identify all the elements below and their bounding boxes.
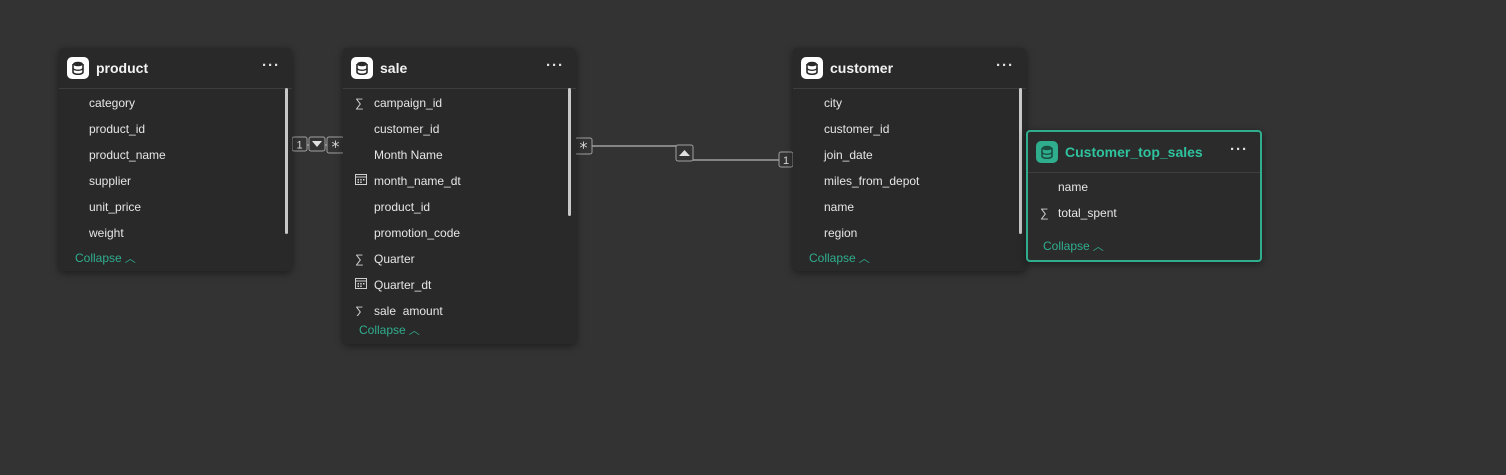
cardinality-many-label: *	[580, 138, 588, 157]
field-quarter[interactable]: Quarter	[374, 252, 415, 266]
table-icon	[351, 57, 373, 79]
collapse-button[interactable]: Collapse︿	[809, 250, 870, 266]
chevron-up-icon: ︿	[124, 253, 136, 265]
collapse-button[interactable]: Collapse︿	[1043, 238, 1104, 254]
table-icon	[67, 57, 89, 79]
table-title: sale	[380, 60, 408, 76]
cardinality-many-label: *	[332, 137, 340, 156]
chevron-up-icon: ︿	[408, 325, 420, 337]
more-options-icon[interactable]: ···	[546, 57, 564, 74]
calendar-icon	[355, 173, 367, 189]
sigma-icon: ∑	[355, 252, 364, 266]
collapse-button[interactable]: Collapse︿	[359, 322, 420, 338]
field-city[interactable]: city	[824, 96, 842, 110]
field-total-spent[interactable]: total_spent	[1058, 206, 1117, 220]
scrollbar[interactable]	[285, 88, 288, 234]
calendar-icon	[355, 277, 367, 293]
scrollbar[interactable]	[1019, 88, 1022, 234]
field-join-date[interactable]: join_date	[824, 148, 873, 162]
cardinality-one-label: 1	[296, 140, 302, 152]
field-month-name-dt[interactable]: month_name_dt	[374, 174, 461, 188]
table-header[interactable]: customer ···	[793, 48, 1026, 89]
field-name[interactable]: name	[824, 200, 855, 214]
collapse-label: Collapse	[359, 323, 406, 337]
sigma-icon: ∑	[355, 304, 364, 316]
cardinality-one-marker	[291, 136, 308, 152]
field-customer-id[interactable]: customer_id	[374, 122, 440, 136]
chevron-up-icon: ︿	[858, 253, 870, 265]
field-region[interactable]: region	[824, 226, 858, 240]
field-supplier[interactable]: supplier	[89, 174, 132, 188]
field-campaign-id[interactable]: campaign_id	[374, 96, 443, 110]
collapse-button[interactable]: Collapse︿	[75, 250, 136, 266]
field-sale-amount[interactable]: sale_amount	[374, 304, 443, 316]
more-options-icon[interactable]: ···	[996, 57, 1014, 74]
field-name[interactable]: name	[1058, 180, 1089, 194]
more-options-icon[interactable]: ···	[262, 57, 280, 74]
collapse-label: Collapse	[75, 251, 122, 265]
field-quarter-dt[interactable]: Quarter_dt	[374, 278, 432, 292]
more-options-icon[interactable]: ···	[1230, 141, 1248, 158]
sigma-icon: ∑	[1040, 206, 1049, 220]
field-promotion-code[interactable]: promotion_code	[374, 226, 461, 240]
table-card-customer[interactable]: customer ··· city customer_id join_date …	[793, 48, 1026, 271]
chevron-up-icon: ︿	[1092, 241, 1104, 253]
scrollbar[interactable]	[568, 88, 571, 216]
table-title: Customer_top_sales	[1065, 144, 1203, 160]
field-miles-from-depot[interactable]: miles_from_depot	[824, 174, 920, 188]
table-card-sale[interactable]: sale ··· ∑ campaign_id customer_id Month…	[343, 48, 576, 344]
field-month-name[interactable]: Month Name	[374, 148, 443, 162]
table-title: customer	[830, 60, 894, 76]
field-product-id[interactable]: product_id	[89, 122, 146, 136]
field-product-id[interactable]: product_id	[374, 200, 431, 214]
table-title: product	[96, 60, 149, 76]
table-header[interactable]: sale ···	[343, 48, 576, 89]
table-header[interactable]: Customer_top_sales ···	[1028, 132, 1260, 173]
sigma-icon: ∑	[355, 96, 364, 110]
cardinality-one-label: 1	[783, 155, 789, 167]
field-product-name[interactable]: product_name	[89, 148, 166, 162]
table-icon	[801, 57, 823, 79]
collapse-label: Collapse	[1043, 239, 1090, 253]
field-category[interactable]: category	[89, 96, 136, 110]
field-list: ∑ campaign_id customer_id Month Name mon…	[343, 89, 569, 316]
field-weight[interactable]: weight	[89, 226, 124, 240]
table-icon	[1036, 141, 1058, 163]
field-unit-price[interactable]: unit_price	[89, 200, 142, 214]
field-customer-id[interactable]: customer_id	[824, 122, 890, 136]
collapse-label: Collapse	[809, 251, 856, 265]
table-card-customer-top-sales[interactable]: Customer_top_sales ··· name ∑ total_spen…	[1026, 130, 1262, 262]
table-card-product[interactable]: product ··· category product_id product_…	[59, 48, 292, 271]
table-header[interactable]: product ···	[59, 48, 292, 89]
